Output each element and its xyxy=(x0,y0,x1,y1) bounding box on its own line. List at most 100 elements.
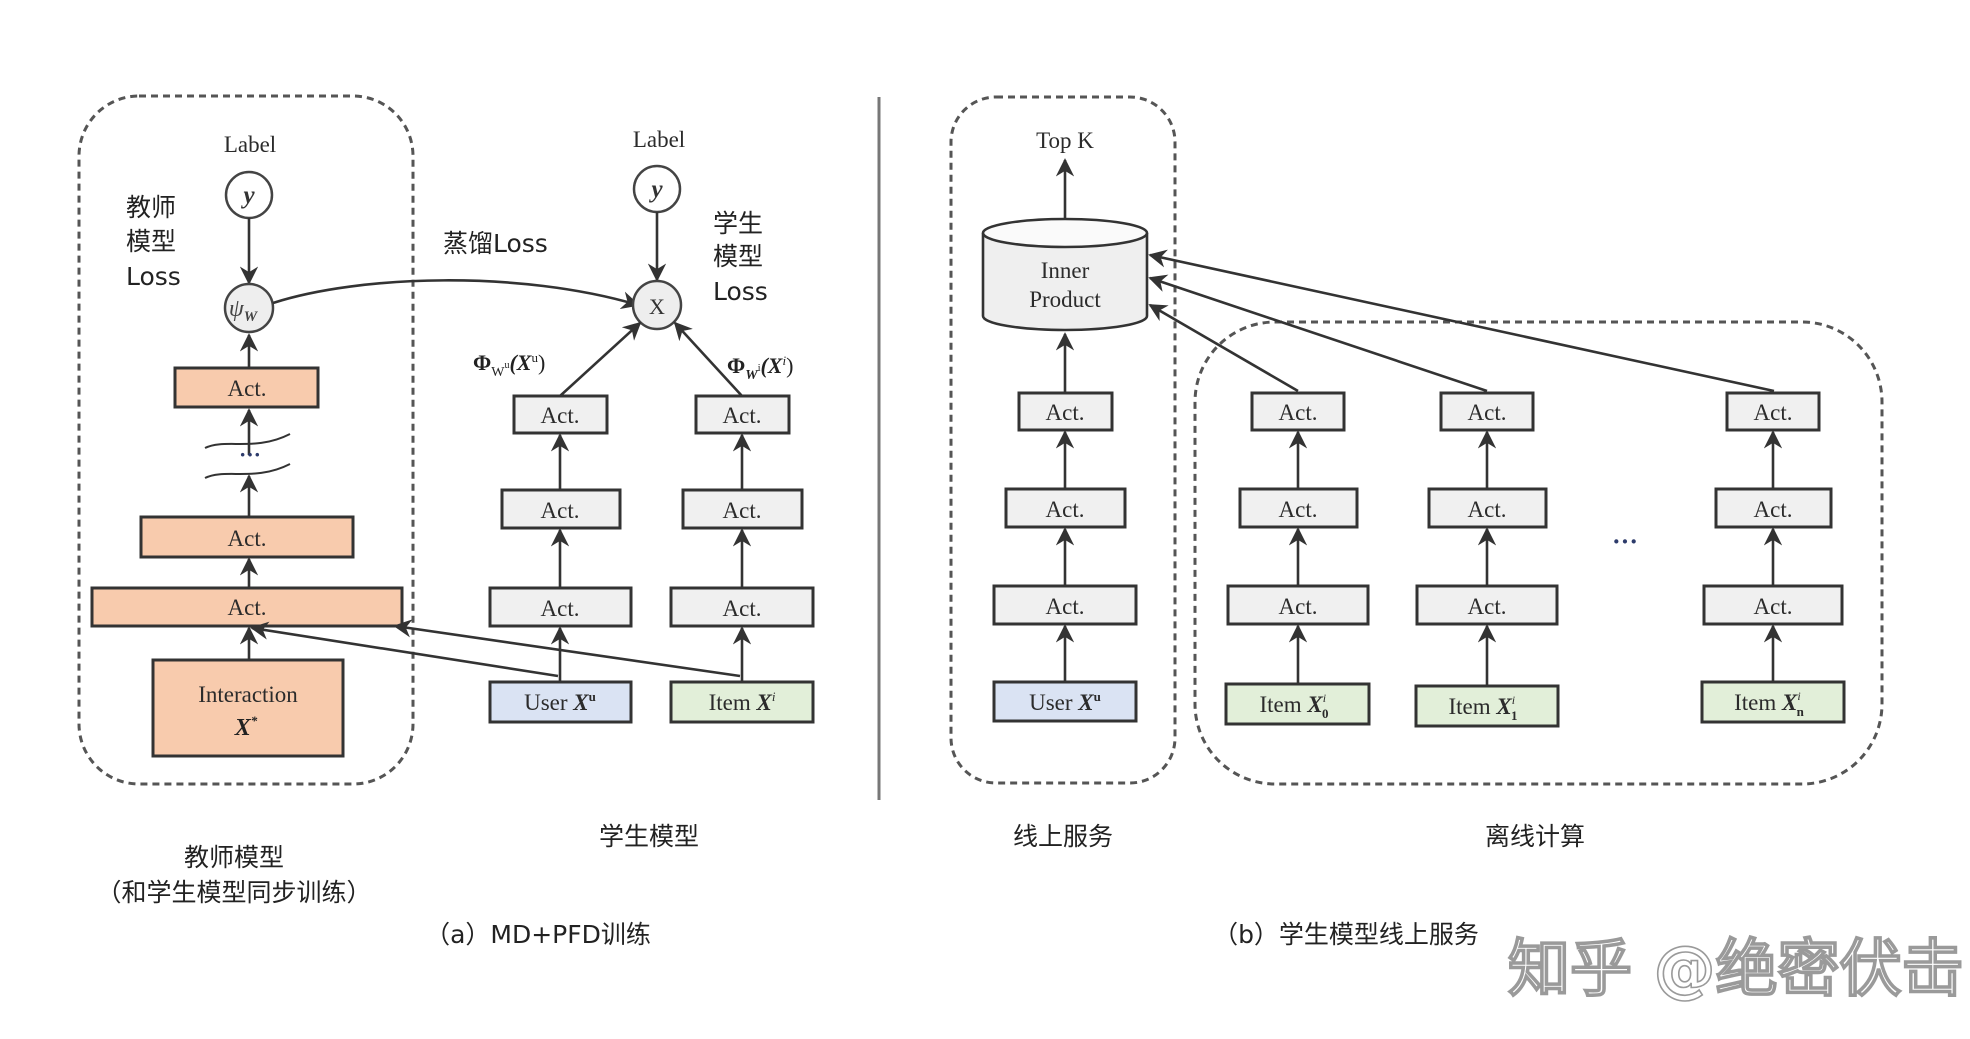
distillation-arrow xyxy=(272,279,640,310)
svg-text:Act.: Act. xyxy=(1279,594,1318,619)
offline-ellipsis: ··· xyxy=(1612,527,1638,556)
svg-text:Act.: Act. xyxy=(228,526,267,551)
svg-text:Act.: Act. xyxy=(1468,594,1507,619)
phi-user-label: ΦWu(Xu) xyxy=(473,350,545,380)
teacher-act-mid xyxy=(139,515,355,559)
user-to-teacher-arrow xyxy=(250,621,559,678)
break-mark-bottom xyxy=(204,463,291,479)
break-mark-top xyxy=(204,433,291,449)
user-act-1 xyxy=(512,394,609,435)
svg-text:Act.: Act. xyxy=(1754,400,1793,425)
student-combine-node xyxy=(631,279,683,331)
svg-text:Loss: Loss xyxy=(713,277,768,306)
user-act-2 xyxy=(500,488,622,530)
online-container xyxy=(949,95,1177,785)
svg-text:模型: 模型 xyxy=(713,242,763,271)
svg-text:教师: 教师 xyxy=(126,193,176,222)
figure-b-caption: （b）学生模型线上服务 xyxy=(1213,920,1479,949)
online-user-input-label: User Xu xyxy=(1029,689,1101,715)
psi-symbol: ψW xyxy=(229,296,259,325)
svg-text:Act.: Act. xyxy=(723,596,762,621)
svg-text:Act.: Act. xyxy=(1754,594,1793,619)
teacher-loss-label: 教师 模型 Loss xyxy=(126,193,181,291)
item-to-teacher-arrow xyxy=(393,619,741,678)
offline-act xyxy=(1250,391,1346,432)
svg-text:Act.: Act. xyxy=(1279,400,1318,425)
offline-item-input-box xyxy=(1224,682,1371,726)
panel-b: Top K Inner Product Act. Act. Act. User … xyxy=(949,95,1884,949)
svg-text:Act.: Act. xyxy=(1468,400,1507,425)
student-user-tower: Act. Act. Act. User Xu xyxy=(488,394,633,724)
svg-text:Act.: Act. xyxy=(723,403,762,428)
svg-text:Inner: Inner xyxy=(1041,258,1090,283)
svg-text:Act.: Act. xyxy=(1046,594,1085,619)
offline-act xyxy=(1714,487,1833,529)
offline-act xyxy=(1226,584,1370,626)
offline-act xyxy=(1702,584,1844,626)
panel-a: Label y ψW 教师 模型 Loss Act. ··· Act. Act. xyxy=(77,94,815,949)
user-input-label: User Xu xyxy=(524,689,596,715)
online-user-tower: Act. Act. Act. User Xu xyxy=(992,332,1138,723)
offline-act xyxy=(1439,391,1535,432)
teacher-container xyxy=(77,94,415,786)
svg-text:Act.: Act. xyxy=(228,595,267,620)
svg-text:Act.: Act. xyxy=(1279,497,1318,522)
svg-text:y: y xyxy=(648,176,663,203)
itemn-to-inner-product-arrow xyxy=(1148,249,1775,393)
watermark: 知乎 @绝密伏击 xyxy=(1508,932,1964,1005)
distill-loss-label: 蒸馏Loss xyxy=(443,229,548,258)
online-act-1 xyxy=(1017,391,1114,432)
offline-item-input-box xyxy=(1700,680,1846,724)
svg-text:Act.: Act. xyxy=(723,498,762,523)
item-act-3 xyxy=(669,586,815,628)
online-act-3 xyxy=(992,584,1138,626)
offline-caption: 离线计算 xyxy=(1485,822,1585,851)
student-label-text: Label xyxy=(633,127,685,152)
svg-text:Act.: Act. xyxy=(541,596,580,621)
svg-text:Act.: Act. xyxy=(1046,497,1085,522)
teacher-subcaption: （和学生模型同步训练） xyxy=(96,878,371,907)
teacher-ellipsis: ··· xyxy=(239,442,261,467)
student-loss-label: 学生 模型 Loss xyxy=(713,209,768,306)
item-act-1 xyxy=(694,394,791,435)
teacher-y-symbol: y xyxy=(240,182,255,209)
item0-to-inner-product-arrow xyxy=(1148,303,1299,393)
offline-act xyxy=(1238,487,1359,529)
item1-to-inner-product-arrow xyxy=(1148,274,1488,393)
inner-product-cylinder: Inner Product xyxy=(981,217,1149,332)
item-act-2 xyxy=(681,488,804,530)
online-user-input-box xyxy=(992,680,1138,723)
item-input-label: Item Xi xyxy=(709,689,776,715)
user-input-box xyxy=(488,680,633,724)
online-act-2 xyxy=(1004,487,1127,529)
svg-text:Act.: Act. xyxy=(1468,497,1507,522)
svg-text:Interaction: Interaction xyxy=(198,682,298,707)
teacher-caption: 教师模型 xyxy=(184,843,284,872)
offline-item-input-box xyxy=(1414,684,1560,728)
online-caption: 线上服务 xyxy=(1013,822,1113,851)
student-caption: 学生模型 xyxy=(599,822,699,851)
svg-text:学生: 学生 xyxy=(713,209,763,238)
item-input-box xyxy=(669,680,815,724)
svg-text:模型: 模型 xyxy=(126,227,176,256)
item-tower-to-combine-arrow xyxy=(673,321,743,397)
svg-text:Loss: Loss xyxy=(126,262,181,291)
svg-text:X: X xyxy=(649,294,665,319)
teacher-psi-node xyxy=(223,282,275,334)
teacher-label-text: Label xyxy=(224,132,276,157)
topk-label: Top K xyxy=(1036,128,1094,153)
user-tower-to-combine-arrow xyxy=(559,321,642,397)
svg-text:Act.: Act. xyxy=(541,403,580,428)
teacher-act-bottom xyxy=(90,586,404,628)
phi-item-label: ΦWi(Xi) xyxy=(727,353,793,383)
figure-a-caption: （a）MD+PFD训练 xyxy=(425,920,651,949)
offline-act xyxy=(1415,584,1559,626)
user-act-3 xyxy=(488,586,633,628)
svg-text:Act.: Act. xyxy=(1046,400,1085,425)
student-item-tower: Act. Act. Act. Item Xi xyxy=(669,394,815,724)
offline-act xyxy=(1427,487,1548,529)
interaction-var: X* xyxy=(234,713,258,741)
